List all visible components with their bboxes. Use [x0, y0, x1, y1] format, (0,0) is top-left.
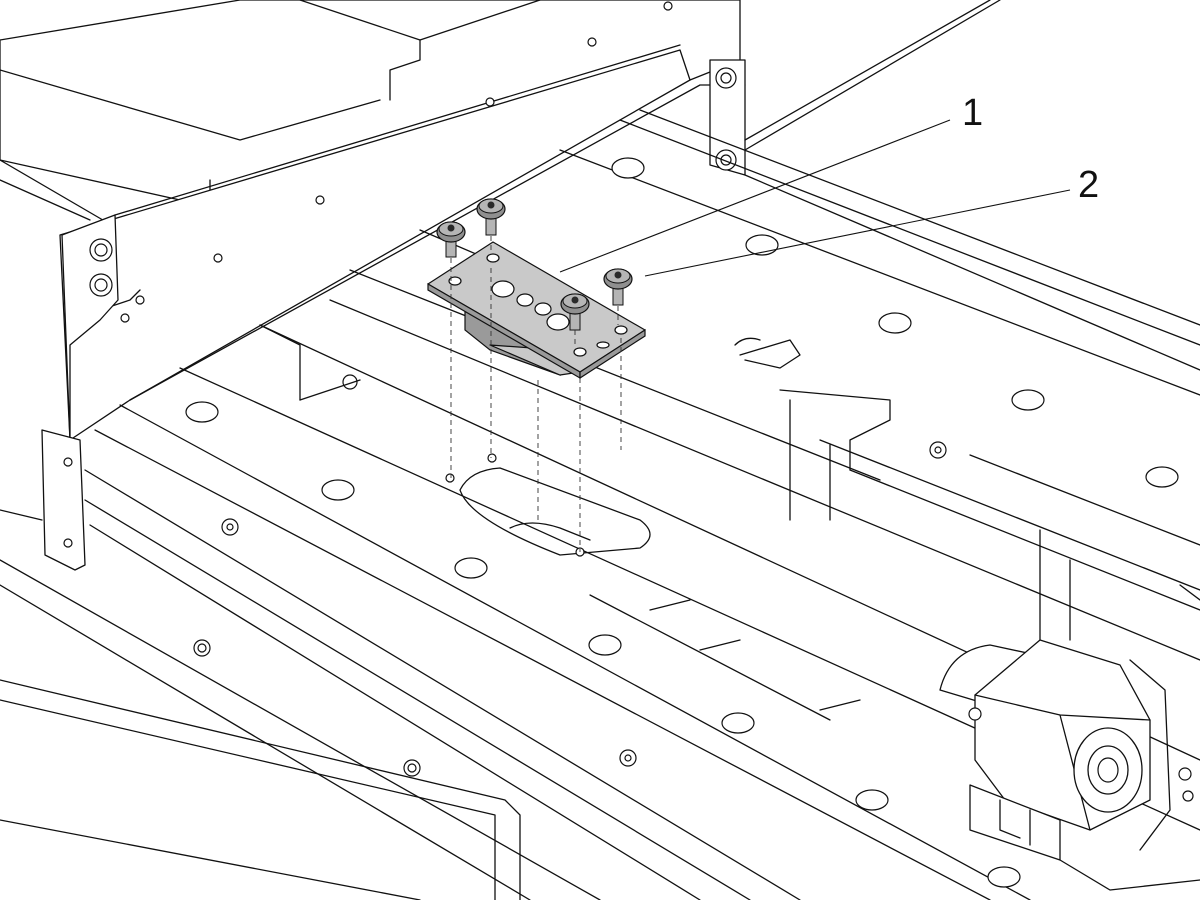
screw-icon — [560, 293, 590, 331]
rail-holes — [185, 157, 1179, 888]
left-side-post — [0, 429, 86, 571]
callouts: 1 2 — [559, 92, 1099, 277]
upper-frame — [0, 0, 1001, 441]
leader-line — [644, 189, 1071, 277]
callout-label: 2 — [1078, 164, 1099, 206]
screws — [436, 198, 633, 331]
screw-icon — [476, 198, 506, 236]
assembly-guide-lines — [450, 236, 622, 552]
screw-icon — [436, 221, 466, 258]
bracket-plate — [427, 241, 646, 380]
carriage-slot — [259, 324, 1200, 721]
leader-line — [559, 119, 951, 273]
screw-icon — [603, 268, 633, 306]
callout-label: 1 — [962, 92, 983, 134]
motor-assembly — [939, 639, 1200, 891]
